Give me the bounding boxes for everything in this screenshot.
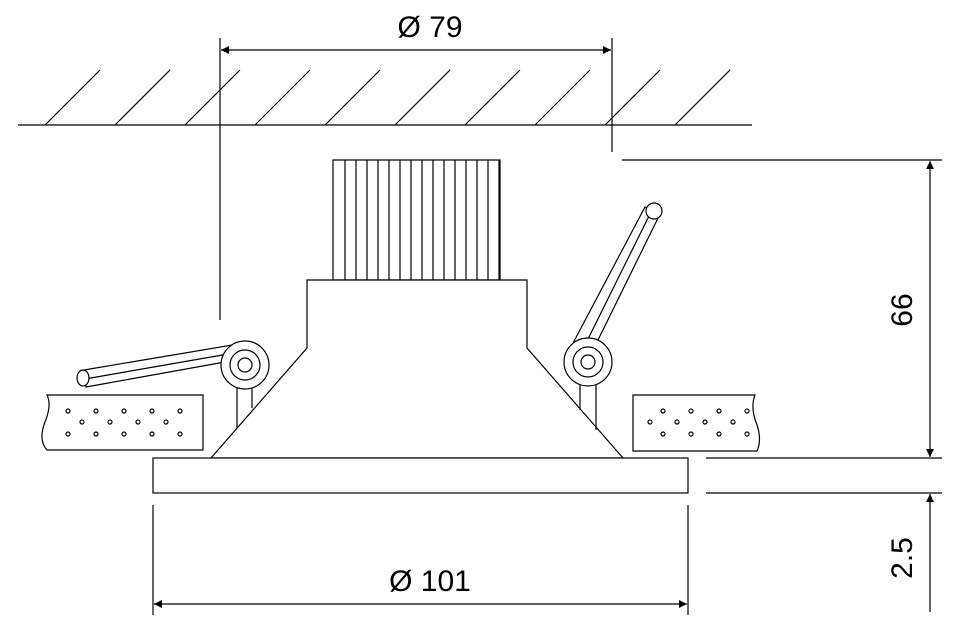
bottom-diameter-label: Ø 101 bbox=[389, 565, 471, 598]
dot bbox=[660, 431, 666, 437]
hatch-line bbox=[534, 69, 591, 126]
hatch-line bbox=[324, 69, 381, 126]
flange-thickness-label: 2.5 bbox=[886, 537, 919, 579]
dot bbox=[135, 419, 141, 425]
dot bbox=[688, 431, 694, 437]
dot bbox=[121, 408, 127, 414]
dot bbox=[702, 419, 708, 425]
dot bbox=[660, 408, 666, 414]
lamp-body bbox=[209, 279, 625, 459]
bottom-diameter-dimension: Ø 101 bbox=[152, 505, 689, 615]
dot bbox=[177, 408, 183, 414]
dot bbox=[107, 419, 113, 425]
hatch-line bbox=[44, 69, 101, 126]
flange-thickness-dimension: 2.5 bbox=[886, 494, 934, 612]
ceiling-hatch bbox=[44, 69, 731, 126]
dot bbox=[674, 419, 680, 425]
dot bbox=[65, 431, 71, 437]
top-diameter-dimension: Ø 79 bbox=[219, 11, 613, 320]
ceiling bbox=[18, 69, 752, 126]
dot bbox=[121, 431, 127, 437]
dot bbox=[65, 408, 71, 414]
dot bbox=[730, 419, 736, 425]
right-spring-clip bbox=[563, 202, 663, 430]
right-insulation bbox=[632, 394, 761, 452]
dot bbox=[177, 431, 183, 437]
dot bbox=[79, 419, 85, 425]
dot bbox=[647, 419, 653, 425]
hatch-line bbox=[394, 69, 451, 126]
dot bbox=[149, 408, 155, 414]
hatch-line bbox=[184, 69, 241, 126]
height-label: 66 bbox=[886, 293, 919, 326]
hatch-line bbox=[604, 69, 661, 126]
dot bbox=[744, 408, 750, 414]
hatch-line bbox=[674, 69, 731, 126]
dot bbox=[716, 408, 722, 414]
flange bbox=[152, 457, 689, 494]
dot bbox=[716, 431, 722, 437]
hatch-line bbox=[254, 69, 311, 126]
heat-sink bbox=[332, 159, 501, 281]
hatch-line bbox=[464, 69, 521, 126]
left-insulation bbox=[41, 394, 204, 451]
dot bbox=[93, 431, 99, 437]
dot bbox=[744, 431, 750, 437]
dot bbox=[163, 419, 169, 425]
hatch-line bbox=[114, 69, 171, 126]
dot bbox=[688, 408, 694, 414]
top-diameter-label: Ø 79 bbox=[397, 11, 462, 44]
dot bbox=[93, 408, 99, 414]
height-dimension: 66 bbox=[622, 159, 942, 494]
left-spring-clip bbox=[76, 340, 270, 428]
dot bbox=[149, 431, 155, 437]
